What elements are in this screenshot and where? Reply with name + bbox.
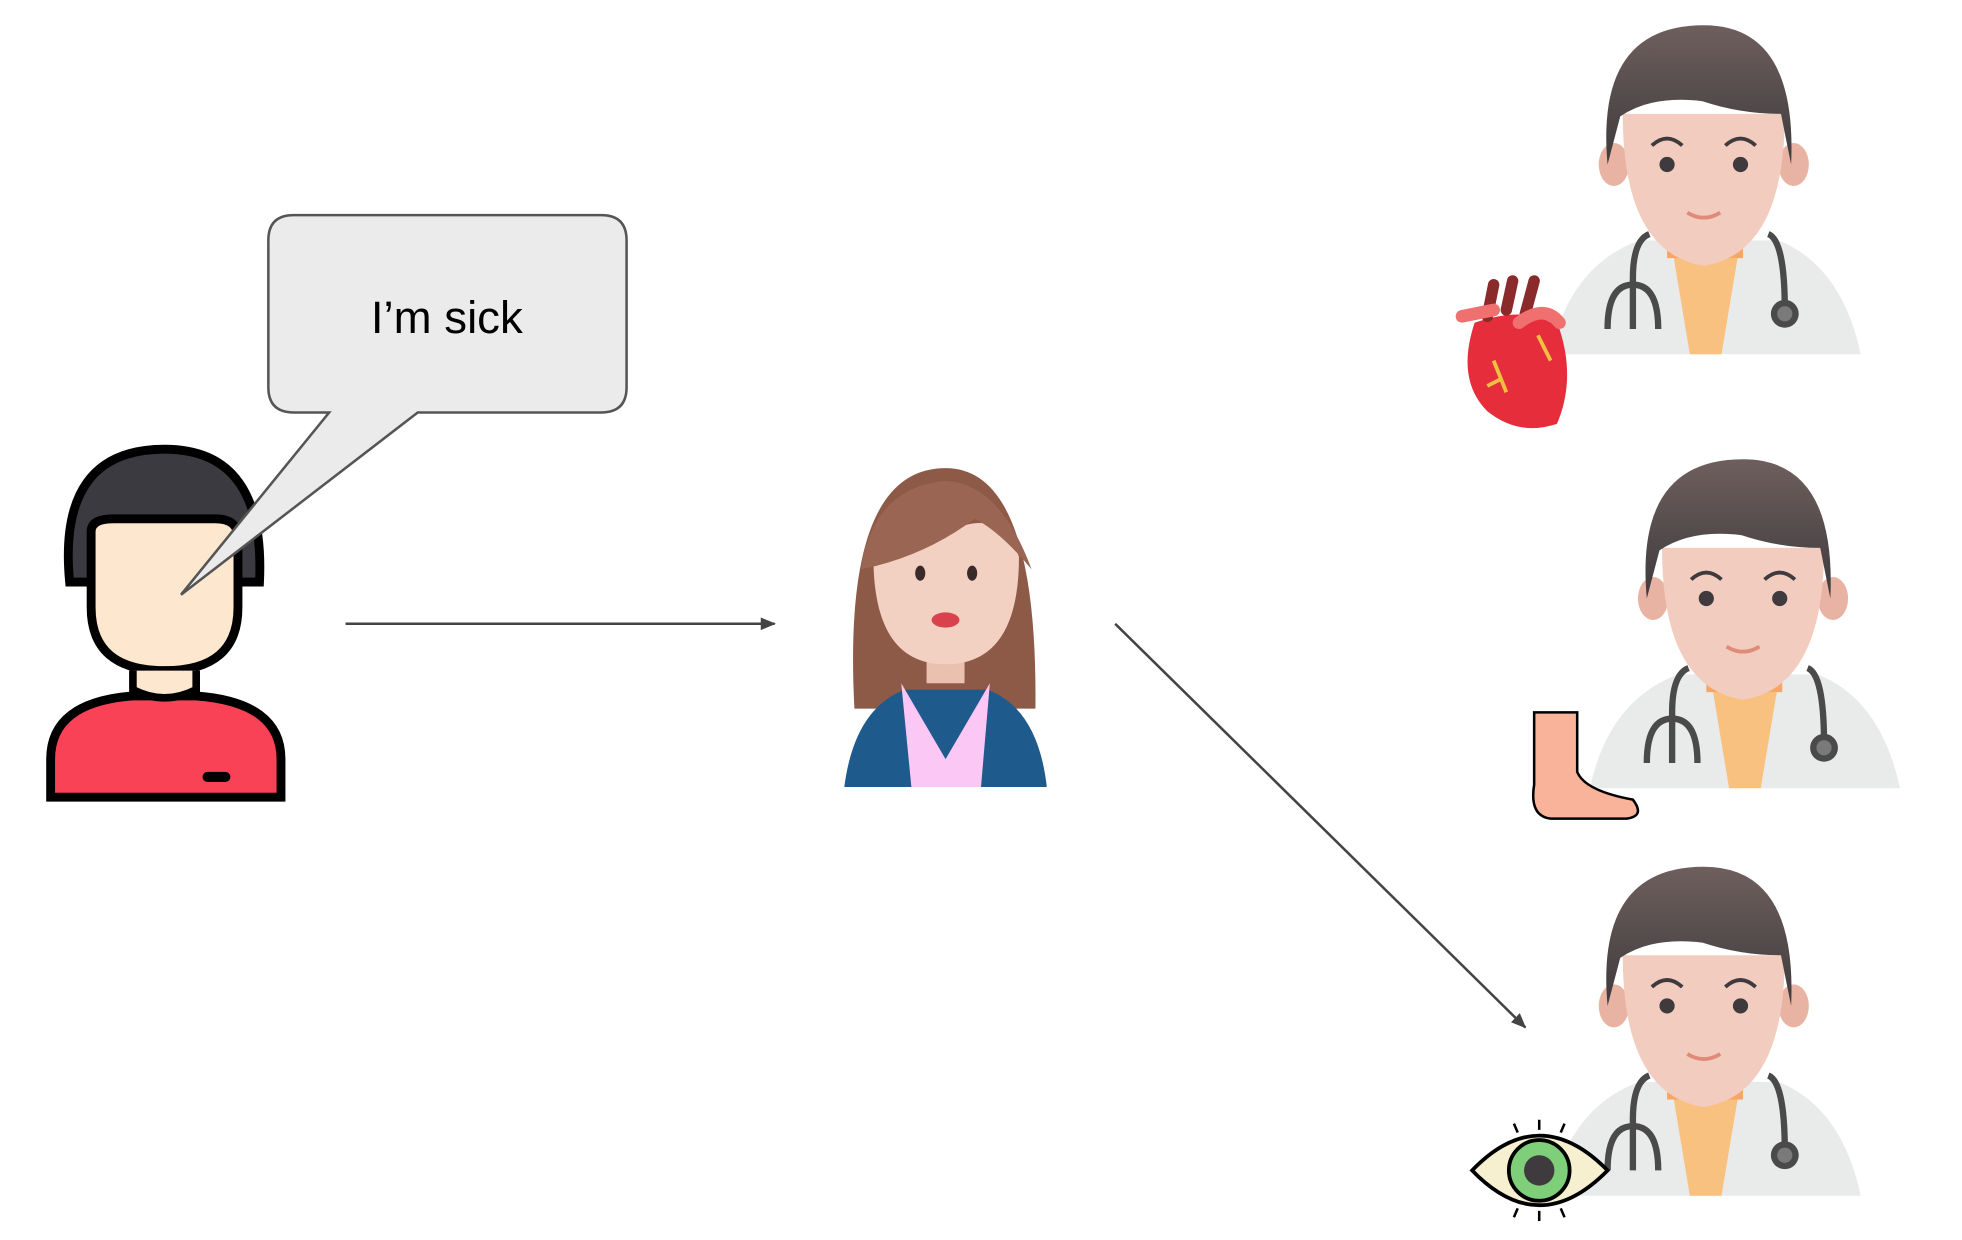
doctor-icon-cardiologist [1551, 25, 1861, 354]
foot-icon [1532, 711, 1640, 820]
arrow-receptionist-to-ophthalmologist [1114, 622, 1527, 1029]
speech-bubble: I’m sick [180, 213, 628, 596]
doctor-icon-ophthalmologist [1551, 867, 1861, 1196]
doctor-icon-podiatrist [1590, 459, 1900, 788]
patient-icon [46, 444, 286, 802]
receptionist-icon [844, 468, 1047, 788]
speech-bubble-text: I’m sick [371, 292, 523, 343]
eye-icon [1469, 1119, 1611, 1222]
heart-icon [1455, 275, 1568, 429]
